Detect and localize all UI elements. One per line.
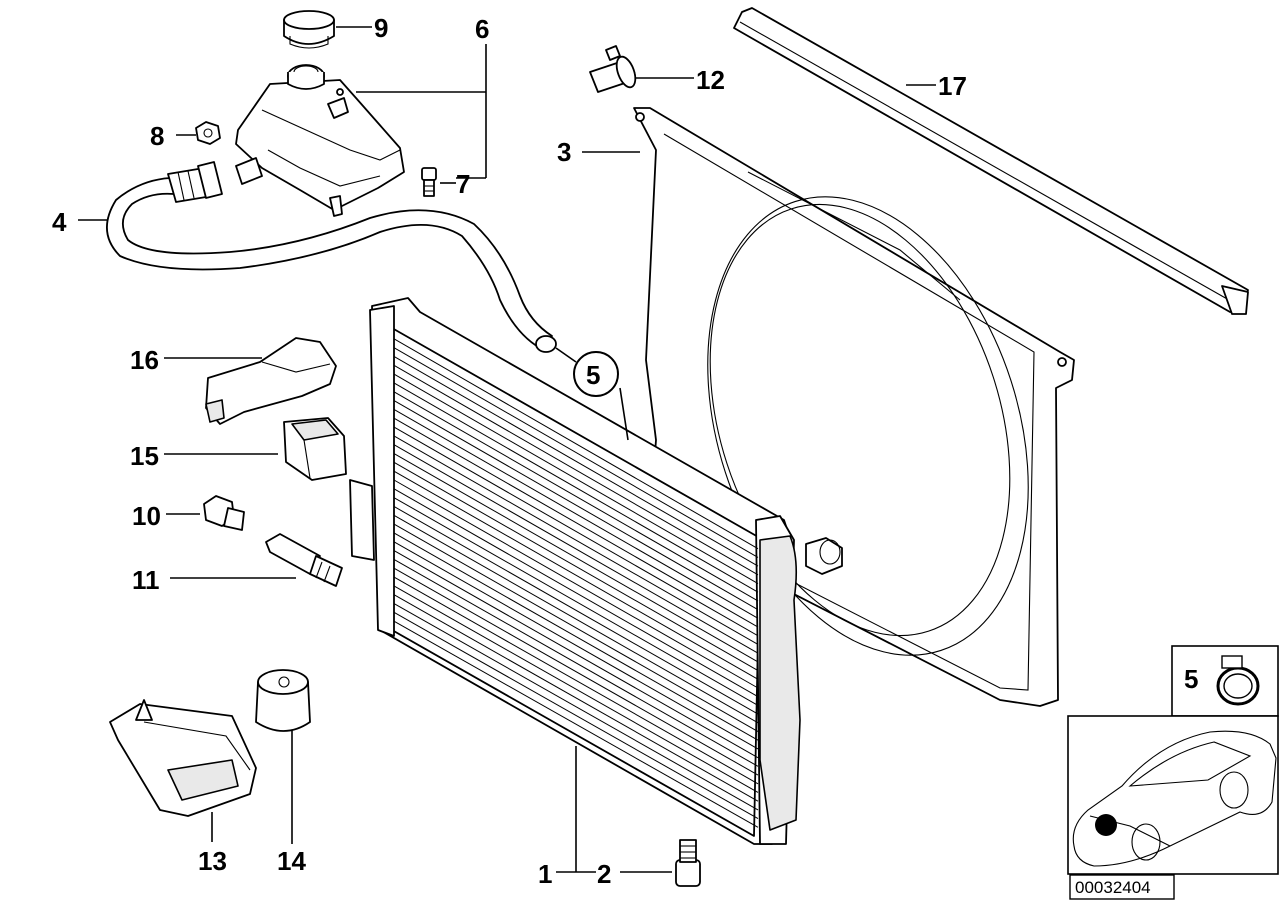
radiator-fin-line bbox=[393, 373, 759, 584]
callout-17: 17 bbox=[906, 71, 967, 101]
callout-4-number: 4 bbox=[52, 207, 67, 237]
radiator-fin-line bbox=[393, 541, 759, 750]
callout-15-number: 15 bbox=[130, 441, 159, 471]
radiator-fin-line bbox=[393, 594, 759, 802]
radiator-fin-line bbox=[393, 532, 759, 741]
part-10-plug[interactable] bbox=[203, 495, 245, 531]
part-16-bracket[interactable] bbox=[205, 337, 337, 425]
callout-2-number: 2 bbox=[597, 859, 611, 889]
part-17-seal-strip[interactable] bbox=[733, 7, 1249, 315]
part-2-bolt[interactable] bbox=[675, 839, 701, 887]
radiator-fin-line bbox=[393, 488, 759, 698]
radiator-fin-line bbox=[393, 567, 759, 776]
callout-13: 13 bbox=[198, 812, 227, 876]
callout-6: 6 bbox=[356, 14, 489, 179]
part-9-tank-cap[interactable] bbox=[283, 10, 335, 49]
part-6-expansion-tank[interactable] bbox=[235, 64, 405, 217]
radiator-fin-line bbox=[393, 470, 759, 680]
radiator-fin-line bbox=[393, 479, 759, 689]
radiator-fin-line bbox=[393, 382, 759, 593]
callout-11: 11 bbox=[132, 565, 296, 595]
radiator-fin-line bbox=[393, 506, 759, 715]
callout-7-number: 7 bbox=[456, 169, 470, 199]
callout-11-number: 11 bbox=[132, 565, 160, 595]
radiator-fin-line bbox=[393, 514, 759, 724]
callout-14-number: 14 bbox=[277, 846, 306, 876]
diagram-number: 00032404 bbox=[1069, 874, 1175, 900]
radiator-fin-line bbox=[393, 558, 759, 767]
callout-14: 14 bbox=[277, 730, 306, 876]
part-12-rivet[interactable] bbox=[589, 45, 639, 93]
callout-10: 10 bbox=[132, 501, 200, 531]
callout-9-number: 9 bbox=[374, 13, 388, 43]
radiator-fin-line bbox=[393, 400, 759, 611]
radiator-fin-line bbox=[393, 408, 759, 619]
callout-16-number: 16 bbox=[130, 345, 159, 375]
radiator-fin-line bbox=[393, 461, 759, 672]
radiator-fin-line bbox=[393, 338, 759, 550]
radiator-fin-line bbox=[393, 611, 759, 820]
part-14-rubber-buffer[interactable] bbox=[255, 669, 311, 732]
radiator-fin-line bbox=[393, 364, 759, 576]
radiator-fin-line bbox=[393, 497, 759, 706]
hose-clamp-icon bbox=[1216, 655, 1260, 706]
inset-car-box bbox=[1067, 715, 1279, 875]
radiator-fin-line bbox=[393, 523, 759, 732]
callout-9: 9 bbox=[336, 13, 388, 43]
callout-5: 5 bbox=[555, 347, 629, 441]
callout-12: 12 bbox=[636, 65, 725, 95]
callout-12-number: 12 bbox=[696, 65, 725, 95]
callout-3-number: 3 bbox=[557, 137, 571, 167]
radiator-fin-line bbox=[393, 550, 759, 759]
callout-7: 7 bbox=[440, 169, 470, 199]
callout-5-number: 5 bbox=[586, 360, 600, 390]
callout-3: 3 bbox=[557, 137, 640, 167]
radiator-fin-line bbox=[393, 417, 759, 628]
part-15-rubber-mount[interactable] bbox=[283, 417, 347, 481]
callout-4: 4 bbox=[52, 207, 108, 237]
radiator-fin-line bbox=[393, 576, 759, 785]
callout-6-number: 6 bbox=[475, 14, 489, 44]
part-11-sensor[interactable] bbox=[265, 533, 343, 587]
radiator-fin-line bbox=[393, 453, 759, 663]
part-7-screw[interactable] bbox=[421, 167, 437, 197]
radiator-fin-line bbox=[393, 620, 759, 828]
callout-2: 2 bbox=[597, 859, 672, 889]
inset-clamp-label: 5 bbox=[1184, 664, 1198, 694]
radiator-fin-line bbox=[393, 356, 759, 567]
callout-8-number: 8 bbox=[150, 121, 164, 151]
callout-15: 15 bbox=[130, 441, 278, 471]
radiator-fin-line bbox=[393, 426, 759, 637]
radiator-fin-line bbox=[393, 603, 759, 811]
radiator-fins bbox=[393, 338, 759, 828]
callout-1: 1 bbox=[538, 746, 596, 889]
callout-8: 8 bbox=[150, 121, 196, 151]
part-8-nut[interactable] bbox=[195, 121, 221, 145]
callout-1-number: 1 bbox=[538, 859, 552, 889]
radiator-fin-line bbox=[393, 391, 759, 602]
callout-16: 16 bbox=[130, 345, 262, 375]
radiator-fin-line bbox=[393, 585, 759, 793]
callout-17-number: 17 bbox=[938, 71, 967, 101]
diagram-number-text: 00032404 bbox=[1075, 878, 1151, 897]
part-13-mount-bracket[interactable] bbox=[109, 699, 257, 817]
radiator-fin-line bbox=[393, 444, 759, 654]
location-marker-icon bbox=[1095, 814, 1117, 836]
radiator-fin-line bbox=[393, 435, 759, 645]
part-4-hose[interactable] bbox=[106, 161, 557, 353]
callout-10-number: 10 bbox=[132, 501, 161, 531]
radiator-fin-line bbox=[393, 347, 759, 558]
callout-13-number: 13 bbox=[198, 846, 227, 876]
inset-clamp-box: 5 bbox=[1171, 645, 1279, 717]
